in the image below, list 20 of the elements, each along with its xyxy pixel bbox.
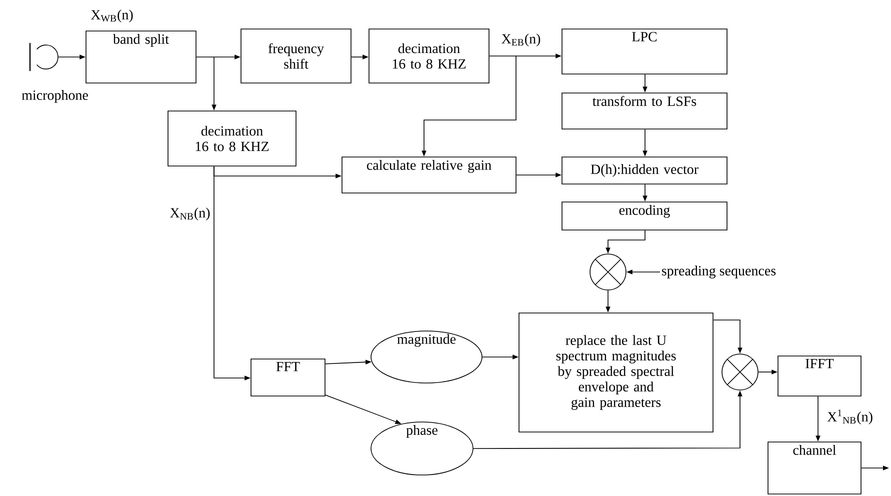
signal-label: X$_{WB}$(n) <box>90 10 133 22</box>
process-box: replace the last U spectrum magnitudes by spreaded spectral envelope and gain parameters <box>518 312 714 432</box>
process-box: encoding <box>562 202 728 230</box>
signal-label: X$_{NB}$(n) <box>170 208 210 220</box>
process-box: FFT <box>250 358 326 396</box>
multiplier-circle <box>722 354 758 390</box>
process-box: IFFT <box>778 356 862 396</box>
input-label: spreading sequences <box>662 266 776 278</box>
process-box: D(h):hidden vector <box>562 156 728 184</box>
process-box: LPC <box>562 28 728 74</box>
signal-label: X$_{EB}$(n) <box>502 34 540 46</box>
signal-label: X$^{1}$$_{NB}$(n) <box>827 410 872 424</box>
multiplier-circle <box>590 254 626 290</box>
process-box: channel <box>768 442 862 494</box>
process-box: decimation 16 to 8 KHZ <box>368 28 490 84</box>
process-box: frequency shift <box>240 28 352 84</box>
process-box: decimation 16 to 8 KHZ <box>168 110 296 166</box>
process-box: transform to LSFs <box>562 92 728 130</box>
process-box: calculate relative gain <box>342 156 516 194</box>
process-box: band split <box>86 30 196 84</box>
